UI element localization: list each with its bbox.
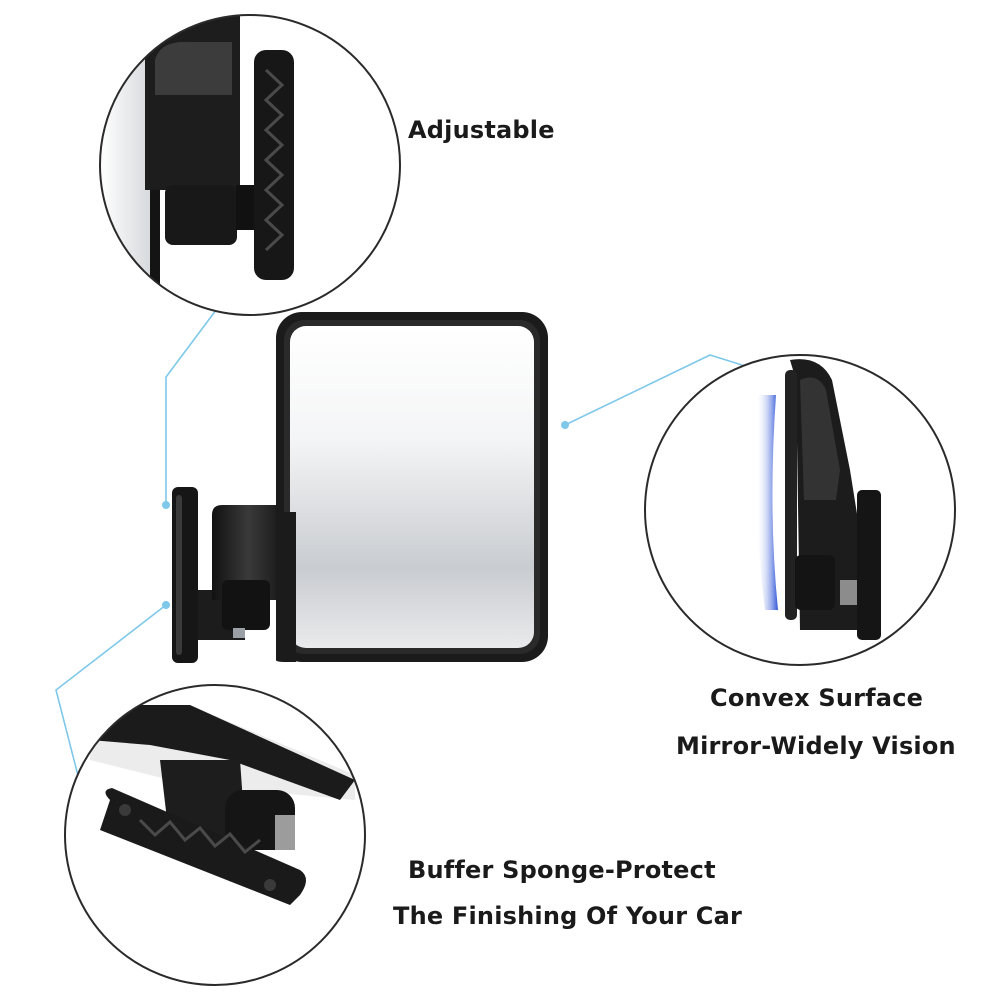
detail-circle-convex bbox=[644, 354, 956, 666]
caption-buffer-line1: Buffer Sponge-Protect bbox=[408, 856, 716, 884]
detail-circle-buffer bbox=[64, 684, 366, 986]
main-mirror-image bbox=[172, 312, 548, 663]
caption-convex-line1: Convex Surface bbox=[710, 684, 924, 712]
caption-adjustable: Adjustable bbox=[408, 116, 555, 144]
caption-buffer-line2: The Finishing Of Your Car bbox=[393, 902, 743, 930]
detail-circle-adjustable bbox=[99, 14, 401, 316]
caption-convex-line2: Mirror-Widely Vision bbox=[676, 732, 956, 760]
